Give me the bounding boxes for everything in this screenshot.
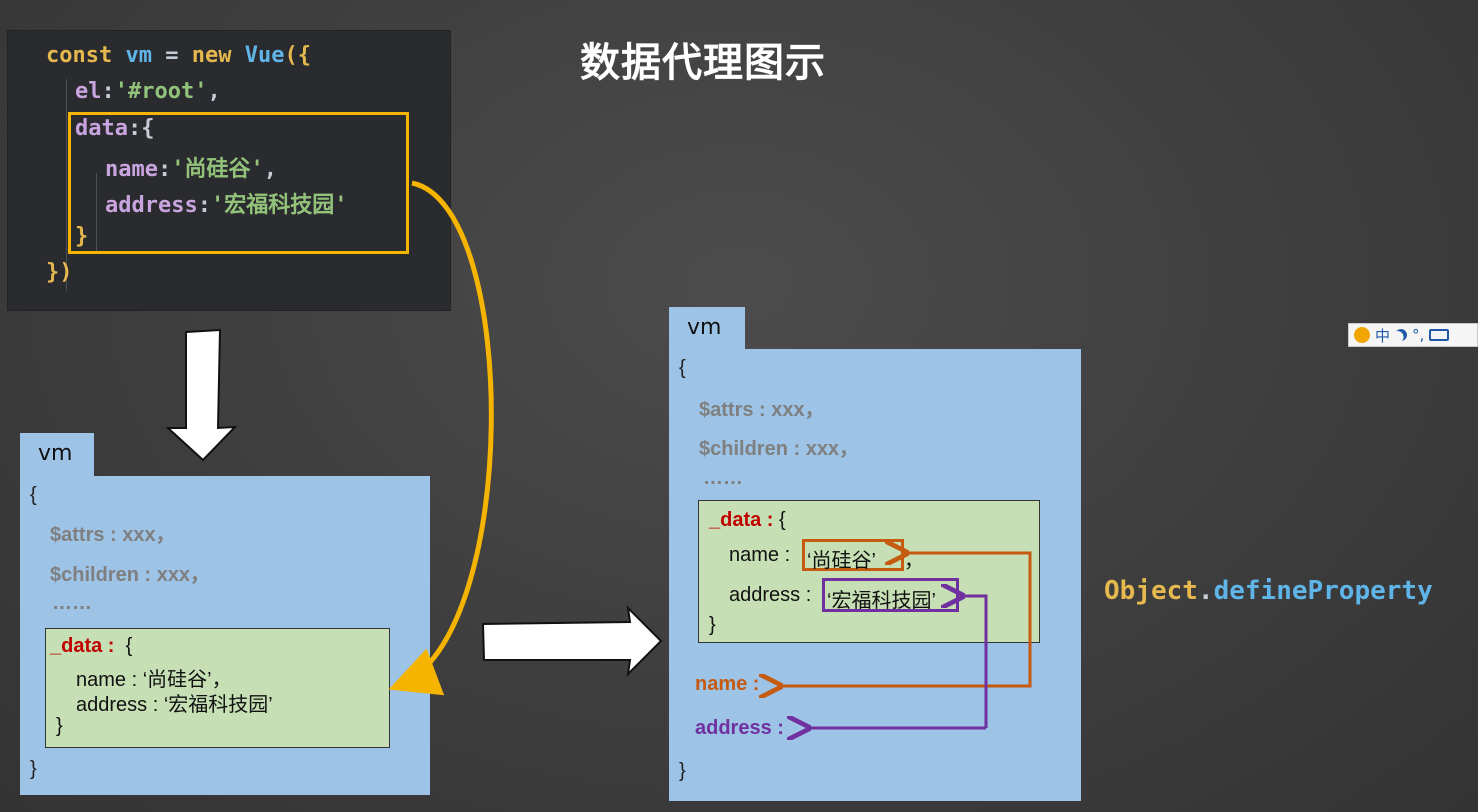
right-close-brace: } [679,760,686,782]
right-vm-tab: vm [669,307,745,351]
right-children: $children : xxx， [699,438,860,460]
right-data-name-label: name : [729,544,796,566]
indent-guide [66,79,67,291]
left-ellipsis: …… [52,592,92,614]
right-arrow [481,605,663,677]
yellow-curved-arrow [388,180,494,696]
ime-language-toggle[interactable]: 中 [1375,326,1391,345]
code-line-4: name:'尚硅谷', [105,157,277,182]
proxy-address-label: address : [695,717,784,739]
keyboard-icon[interactable] [1429,329,1450,341]
page-title: 数据代理图示 [580,40,826,86]
code-line-7: }) [46,260,73,285]
down-arrow [165,328,238,462]
right-attrs: $attrs : xxx， [699,399,825,421]
indent-guide [96,173,97,253]
ime-logo-icon[interactable] [1354,327,1370,343]
orange-arrow-to-proxy [780,676,1032,686]
right-data-name-comma: ， [904,550,924,572]
left-attrs: $attrs : xxx， [50,524,176,546]
right-ellipsis: …… [703,467,743,489]
left-vm-tab: vm [20,433,94,477]
ime-punctuation-toggle[interactable]: °, [1412,326,1425,344]
code-line-3: data:{ [75,116,155,141]
left-open-brace: { [30,484,37,506]
left-data-key-line: _data : { [50,635,133,657]
right-data-key-line: _data : { [709,509,786,531]
code-line-6: } [75,224,89,249]
left-children: $children : xxx， [50,564,211,586]
define-property-label: Object.defineProperty [1104,576,1433,606]
code-panel: const vm = new Vue({ el:'#root', data:{ … [8,31,450,310]
data-highlight-box [68,112,409,254]
left-data-name: name : ‘尚硅谷’， [76,669,232,691]
code-line-2: el:'#root', [75,79,221,104]
right-data-address-label: address : [729,584,817,606]
orange-arrow-to-data [906,553,1032,676]
right-open-brace: { [679,357,686,379]
left-close-brace: } [30,758,37,780]
left-data-address: address : ‘宏福科技园’ [76,694,273,716]
code-line-1: const vm = new Vue({ [46,43,311,68]
right-data-close: } [709,614,716,636]
purple-arrow-to-data [962,596,988,728]
proxy-name-label: name : [695,673,760,695]
left-vm-box: { $attrs : xxx， $children : xxx， …… _dat… [20,476,430,795]
right-data-box: _data : { name : ‘尚硅谷’ ， address : ‘宏福科技… [698,500,1040,643]
code-line-5: address:'宏福科技园' [105,193,348,218]
right-vm-box: { $attrs : xxx， $children : xxx， …… _dat… [669,349,1081,801]
left-data-close: } [56,715,63,737]
